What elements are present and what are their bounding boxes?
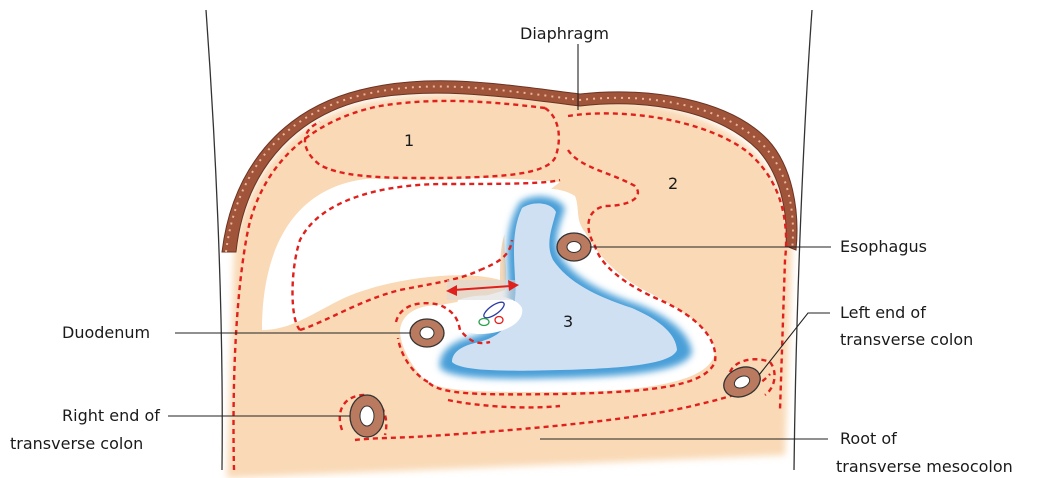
right-end-label-line1: Right end of [62, 406, 160, 425]
region-2-number: 2 [668, 174, 678, 193]
left-end-label-line2: transverse colon [840, 330, 973, 349]
root-label-line1: Root of [840, 429, 897, 448]
diaphragm-label: Diaphragm [520, 24, 609, 43]
white-space-stomach-gap [305, 111, 562, 180]
duodenum-organ [410, 319, 444, 347]
left-end-label-line1: Left end of [840, 303, 926, 322]
duodenum-label: Duodenum [62, 323, 150, 342]
epiploic-foramen-arrow [446, 280, 519, 300]
esophagus-label: Esophagus [840, 237, 927, 256]
region-1-number: 1 [404, 131, 414, 150]
esophagus-organ [557, 233, 591, 261]
region-3-number: 3 [563, 312, 573, 331]
right-colon-end-organ [350, 395, 384, 437]
right-end-label-line2: transverse colon [10, 434, 143, 453]
body-wall-left [206, 10, 222, 470]
root-label-line2: transverse mesocolon [836, 457, 1013, 476]
